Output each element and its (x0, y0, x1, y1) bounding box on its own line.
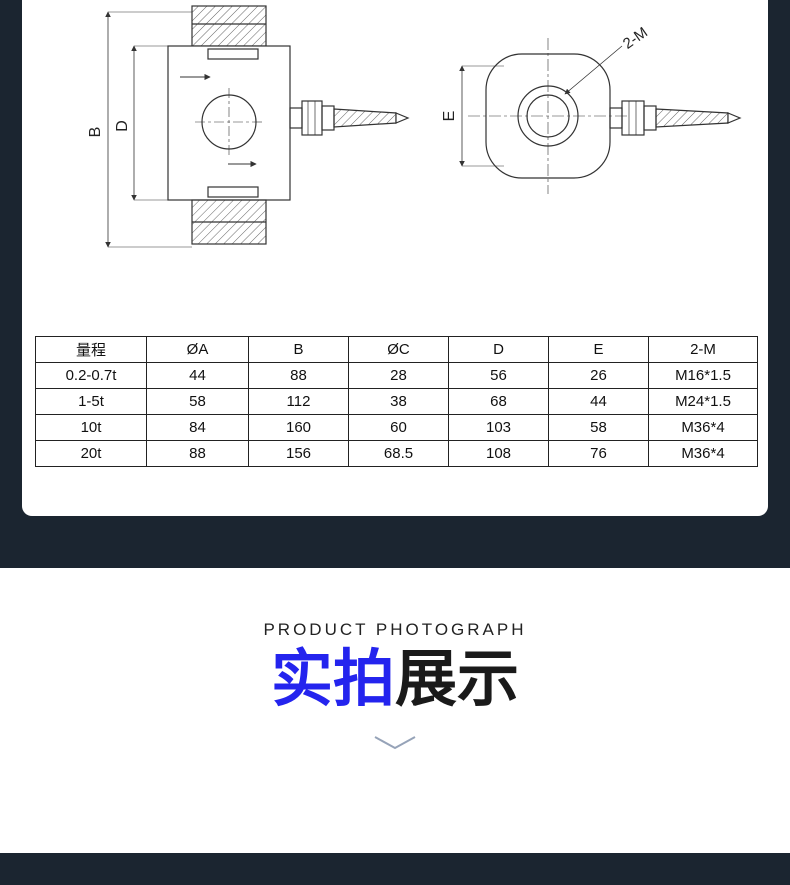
col-header-d: D (448, 336, 549, 363)
table-cell: M24*1.5 (648, 388, 758, 415)
col-header-e: E (548, 336, 649, 363)
table-cell: 28 (348, 362, 449, 389)
col-header-range: 量程 (35, 336, 147, 363)
table-cell: M36*4 (648, 440, 758, 467)
table-cell: 44 (548, 388, 649, 415)
end-view-drawing: 2-M E (441, 24, 742, 194)
table-row: 20t 88 156 68.5 108 76 M36*4 (35, 440, 758, 467)
photo-section: PRODUCT PHOTOGRAPH 实拍展示 (0, 568, 790, 853)
table-cell: 103 (448, 414, 549, 441)
table-cell: M16*1.5 (648, 362, 758, 389)
table-cell: 112 (248, 388, 349, 415)
table-cell: 0.2-0.7t (35, 362, 147, 389)
col-header-c: ØC (348, 336, 449, 363)
col-header-m: 2-M (648, 336, 758, 363)
section-title-rest: 展示 (395, 645, 520, 714)
front-view-drawing: B D (87, 5, 410, 248)
col-header-a: ØA (146, 336, 249, 363)
table-cell: 68.5 (348, 440, 449, 467)
chevron-down-icon (374, 736, 416, 750)
dim-label-b: B (87, 127, 104, 138)
section-subtitle: PRODUCT PHOTOGRAPH (263, 620, 527, 639)
table-cell: 58 (146, 388, 249, 415)
table-cell: M36*4 (648, 414, 758, 441)
section-title-highlight: 实拍 (270, 645, 395, 714)
table-cell: 108 (448, 440, 549, 467)
table-row: 0.2-0.7t 44 88 28 56 26 M16*1.5 (35, 362, 758, 389)
table-cell: 10t (35, 414, 147, 441)
bottom-dark-band (0, 853, 790, 885)
table-cell: 84 (146, 414, 249, 441)
table-cell: 68 (448, 388, 549, 415)
spec-card: B D (22, 0, 768, 516)
technical-drawings: B D (87, 5, 742, 248)
table-cell: 20t (35, 440, 147, 467)
table-cell: 60 (348, 414, 449, 441)
table-row: 10t 84 160 60 103 58 M36*4 (35, 414, 758, 441)
table-row: 1-5t 58 112 38 68 44 M24*1.5 (35, 388, 758, 415)
col-header-b: B (248, 336, 349, 363)
table-cell: 76 (548, 440, 649, 467)
table-cell: 160 (248, 414, 349, 441)
table-cell: 58 (548, 414, 649, 441)
table-header-row: 量程 ØA B ØC D E 2-M (35, 336, 758, 363)
table-cell: 156 (248, 440, 349, 467)
dim-label-d: D (114, 120, 131, 132)
table-cell: 56 (448, 362, 549, 389)
table-cell: 44 (146, 362, 249, 389)
table-cell: 26 (548, 362, 649, 389)
section-title: 实拍展示 (0, 644, 790, 715)
dim-label-e: E (441, 111, 458, 122)
table-cell: 88 (248, 362, 349, 389)
table-cell: 1-5t (35, 388, 147, 415)
spec-table: 量程 ØA B ØC D E 2-M 0.2-0.7t 44 88 28 56 … (35, 336, 758, 467)
table-cell: 88 (146, 440, 249, 467)
table-cell: 38 (348, 388, 449, 415)
top-dark-band: B D (22, 0, 768, 516)
thread-callout-label: 2-M (620, 24, 651, 53)
